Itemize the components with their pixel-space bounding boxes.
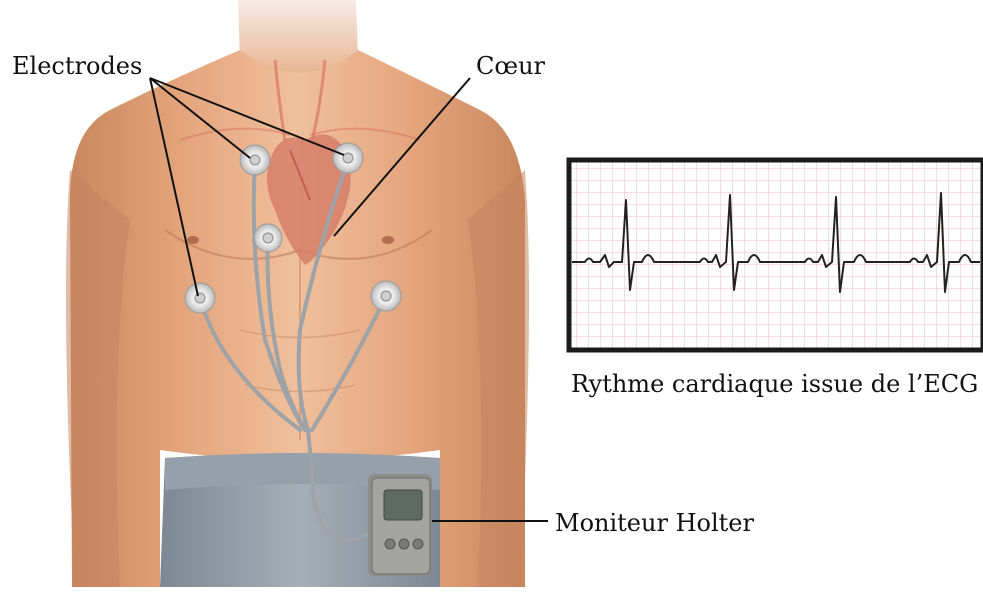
ecg-strip [569, 160, 983, 350]
heart-label: Cœur [476, 54, 545, 78]
holter-monitor-icon [368, 474, 432, 576]
electrodes-label: Electrodes [12, 54, 142, 78]
electrode-3 [254, 224, 282, 252]
electrode-4 [185, 283, 215, 313]
holter-monitor-label: Moniteur Holter [555, 511, 754, 535]
electrode-5 [371, 281, 401, 311]
ecg-caption: Rythme cardiaque issue de l’ECG [571, 372, 978, 396]
electrode-1 [240, 145, 270, 175]
electrode-2 [333, 143, 363, 173]
